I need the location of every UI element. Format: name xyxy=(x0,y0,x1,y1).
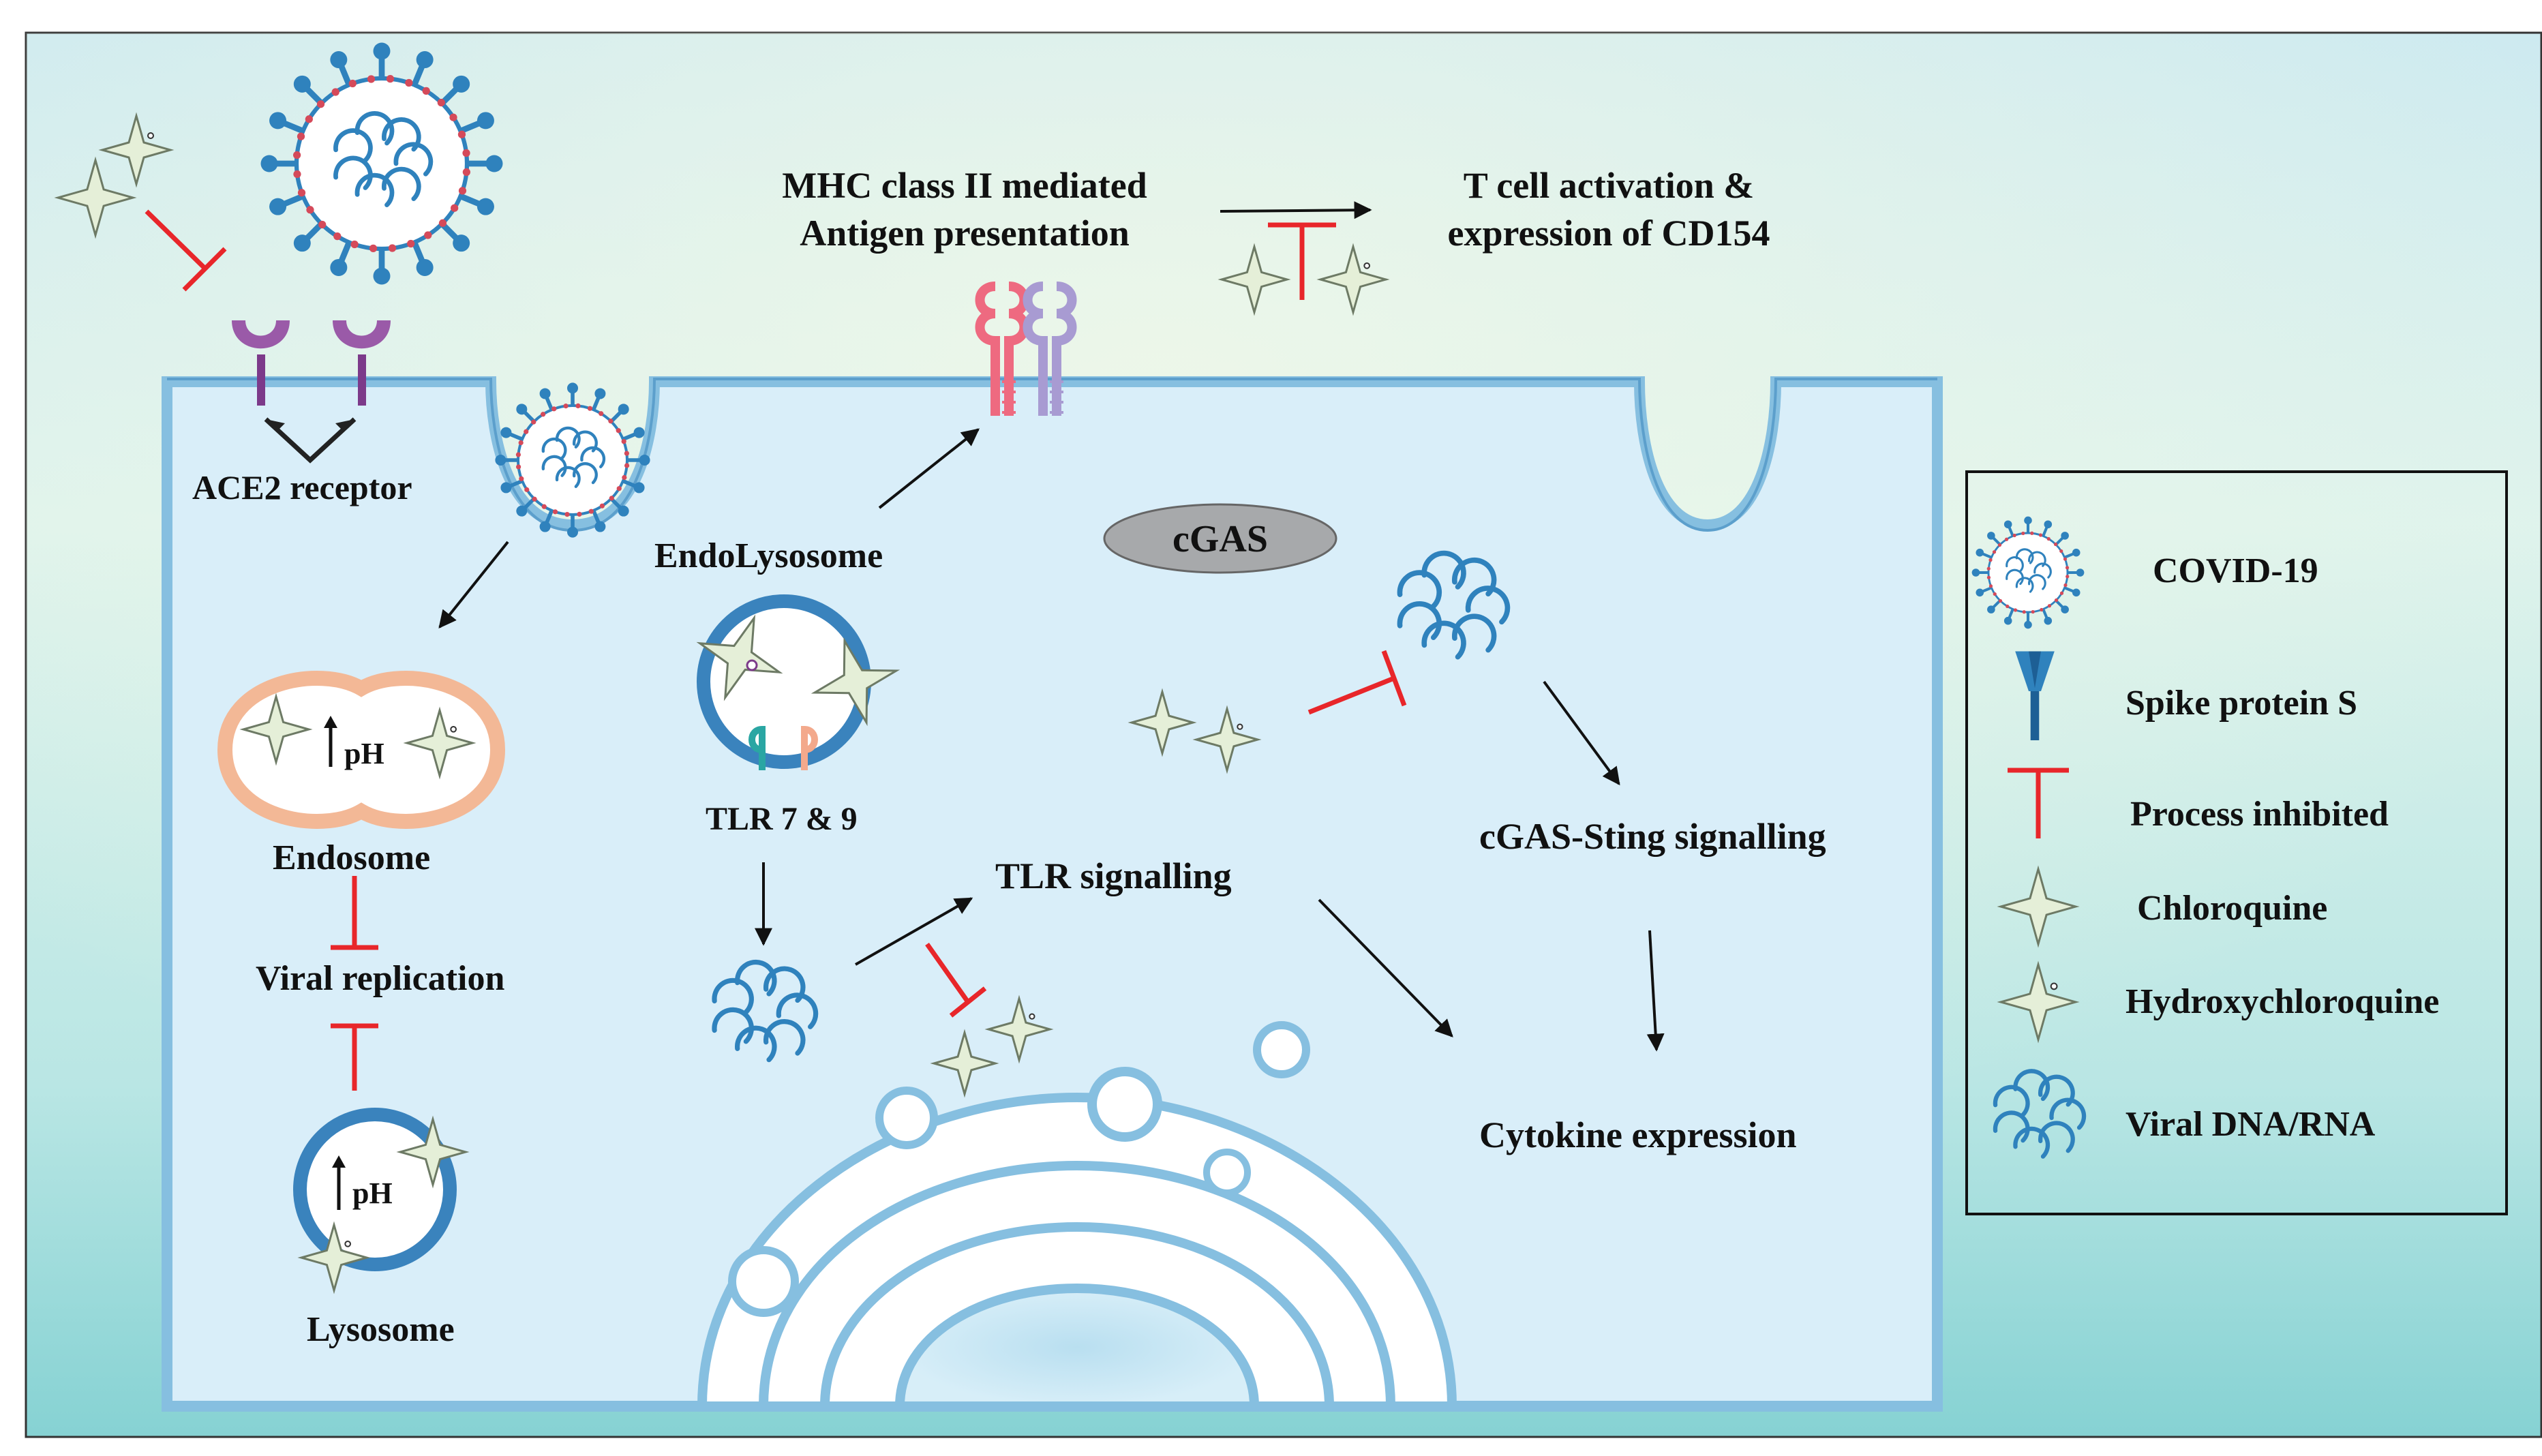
chloroquine-icon xyxy=(239,693,313,766)
viral-replication-label: Viral replication xyxy=(256,959,505,998)
legend-box xyxy=(1965,470,2508,1215)
legend-label-covid19: COVID-19 xyxy=(2153,551,2318,590)
inhibit-icon xyxy=(145,209,227,292)
tlr-signalling-label: TLR signalling xyxy=(995,855,1232,896)
legend-chloroquine-icon xyxy=(1997,865,2080,948)
hydroxychloroquine-icon xyxy=(98,112,175,188)
cgas-ellipse xyxy=(1103,503,1337,574)
hydroxychloroquine-icon xyxy=(1192,705,1262,774)
ph-label-endosome: pH xyxy=(344,737,384,770)
chloroquine-icon xyxy=(1128,688,1197,757)
legend-label-spike: Spike protein S xyxy=(2125,684,2358,723)
chloroquine-icon xyxy=(396,1115,470,1189)
legend-hydroxychloroquine-icon xyxy=(1997,960,2080,1044)
tcell-label-line2: expression of CD154 xyxy=(1447,213,1770,254)
legend-label-hydroxychloroquine: Hydroxychloroquine xyxy=(2125,982,2440,1021)
ace2-receptor-icon xyxy=(232,320,391,464)
chloroquine-icon xyxy=(696,614,783,701)
cytokine-expression-label: Cytokine expression xyxy=(1479,1114,1797,1155)
mhc-class-ii-icon xyxy=(975,282,1077,416)
legend-inhibit-icon xyxy=(2008,768,2069,838)
legend-label-inhibited: Process inhibited xyxy=(2130,795,2389,834)
viral-dna-rna-icon xyxy=(1397,550,1511,660)
cgas-sting-label: cGAS-Sting signalling xyxy=(1479,816,1826,857)
tlr-7-9-label: TLR 7 & 9 xyxy=(706,801,858,837)
endosome xyxy=(217,671,506,829)
chloroquine-icon xyxy=(930,1029,999,1098)
mhc-label-line1: MHC class II mediated xyxy=(782,165,1147,206)
legend-label-chloroquine: Chloroquine xyxy=(2137,889,2328,928)
cgas-label: cGAS xyxy=(1172,518,1268,560)
chloroquine-icon xyxy=(54,156,137,239)
legend-covid-19-icon xyxy=(1971,516,2085,629)
legend-label-viral-rna: Viral DNA/RNA xyxy=(2125,1105,2376,1144)
hydroxychloroquine-icon xyxy=(984,995,1054,1064)
viral-dna-rna-icon xyxy=(712,959,819,1063)
covid-19-virus-icon xyxy=(495,382,650,538)
ace2-receptor-label: ACE2 receptor xyxy=(192,468,412,506)
hydroxychloroquine-icon xyxy=(1316,243,1390,316)
legend-viral-dna-rna-icon xyxy=(1993,1069,2087,1159)
arrow-group xyxy=(438,201,1665,1052)
icon-layer xyxy=(54,42,2087,1294)
endolysosome-label: EndoLysosome xyxy=(654,536,883,575)
chloroquine-icon xyxy=(811,637,901,727)
endosome-label: Endosome xyxy=(273,838,431,877)
inhibit-icon xyxy=(331,222,1407,1091)
lysosome-label: Lysosome xyxy=(307,1310,455,1349)
chloroquine-icon xyxy=(1217,243,1291,316)
ph-label-lysosome: pH xyxy=(352,1177,393,1210)
covid-19-virus-icon xyxy=(260,42,503,285)
tcell-label-line1: T cell activation & xyxy=(1463,165,1755,206)
hydroxychloroquine-icon xyxy=(297,1221,371,1294)
mhc-label-line2: Antigen presentation xyxy=(800,213,1130,254)
legend-spike-protein-icon xyxy=(2015,651,2055,740)
hydroxychloroquine-icon xyxy=(403,706,476,780)
nucleus xyxy=(697,1021,1457,1411)
